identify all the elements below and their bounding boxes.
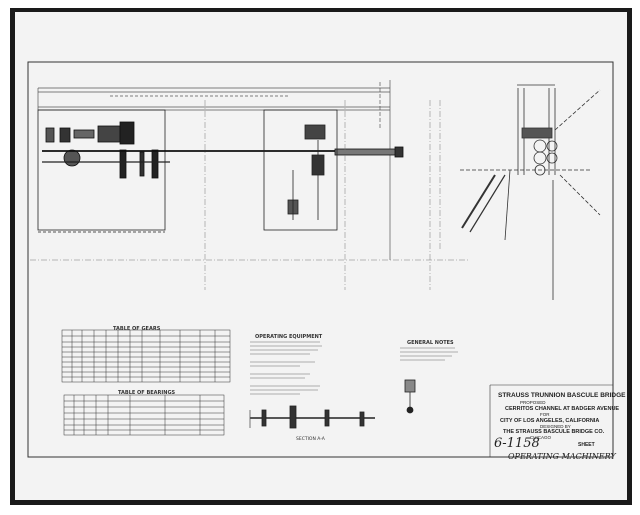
location-line: CERRITOS CHANNEL AT BADGER AVENUE — [505, 406, 620, 412]
table-of-bearings — [63, 394, 225, 436]
for-label: FOR — [540, 412, 550, 417]
motor-gear-train — [42, 121, 404, 179]
table-of-bearings-title: TABLE OF BEARINGS — [118, 390, 176, 396]
left-machinery-panel — [37, 109, 166, 233]
general-notes-lines — [400, 347, 458, 361]
center-machinery-panel — [263, 109, 338, 231]
title-block-border — [489, 384, 613, 457]
center-lines — [30, 100, 470, 290]
company-name: THE STRAUSS BASCULE BRIDGE CO. — [503, 429, 605, 435]
company-city: CHICAGO — [530, 435, 552, 440]
sheet-label: SHEET — [578, 442, 595, 448]
proposed-label: PROPOSED — [520, 400, 546, 405]
table-of-gears-title: TABLE OF GEARS — [113, 326, 161, 332]
drawing-border — [27, 61, 614, 458]
section-label: SECTION A-A — [296, 437, 325, 442]
table-of-gears — [61, 329, 231, 383]
section-shaft — [249, 405, 375, 429]
designed-by-label: DESIGNED BY — [540, 424, 571, 429]
drawing-title: OPERATING MACHINERY — [508, 452, 616, 461]
side-elevation-view — [460, 84, 601, 300]
operating-equipment-notes — [250, 341, 322, 395]
city-line: CITY OF LOS ANGELES, CALIFORNIA — [500, 418, 600, 424]
drawing-number: 6-1158 — [494, 436, 540, 451]
detail-figure — [404, 379, 416, 414]
general-notes-heading: GENERAL NOTES — [407, 340, 454, 346]
operating-equipment-heading: OPERATING EQUIPMENT — [255, 334, 323, 340]
bridge-title: STRAUSS TRUNNION BASCULE BRIDGE — [498, 392, 626, 399]
